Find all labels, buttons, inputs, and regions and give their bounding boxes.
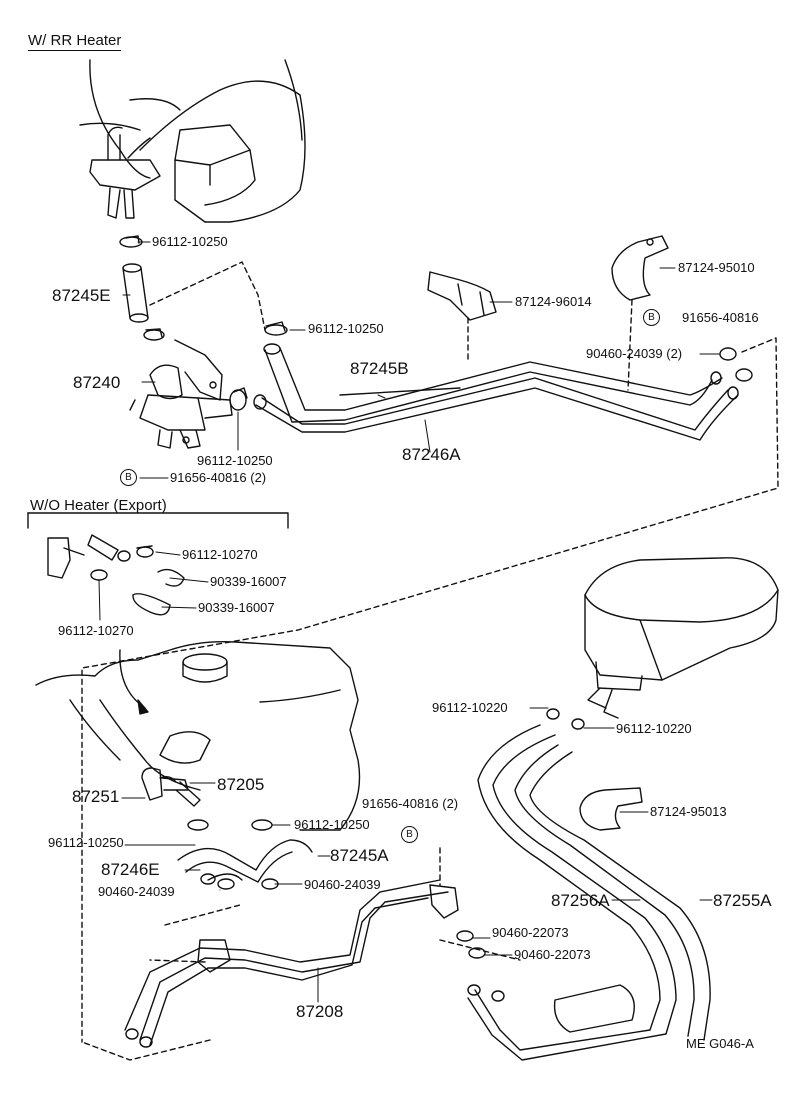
label-leaders	[98, 241, 721, 1003]
bracket-87124-95010	[611, 235, 669, 301]
label-87124-95010: 87124-95010	[678, 260, 755, 275]
label-96112-10250-top: 96112-10250	[152, 234, 228, 249]
hose-87245E	[122, 263, 149, 323]
pipes-87256A-87255A	[467, 724, 711, 1061]
label-87251: 87251	[72, 787, 120, 806]
clamp-valve	[229, 387, 248, 411]
marker-b-lower: B	[401, 826, 418, 843]
label-87246E: 87246E	[101, 860, 160, 879]
marker-b-top: B	[120, 469, 137, 486]
hose-87245A-87246E	[177, 839, 313, 890]
heater-valve-87240	[129, 339, 233, 449]
label-87245B: 87245B	[350, 359, 409, 378]
label-87124-96014: 87124-96014	[515, 294, 592, 309]
label-87256A: 87256A	[551, 891, 610, 910]
fitting-87251-87205	[141, 767, 273, 831]
label-90339-16007-a: 90339-16007	[210, 574, 287, 589]
label-96112-10250-low-l: 96112-10250	[48, 835, 124, 850]
label-90339-16007-b: 90339-16007	[198, 600, 275, 615]
label-87208: 87208	[296, 1002, 344, 1021]
label-90460-24039-l: 90460-24039	[98, 884, 175, 899]
heater-valve-top	[89, 126, 161, 219]
clamp-mid	[143, 328, 165, 341]
label-90460-22073-b: 90460-22073	[514, 947, 591, 962]
arrow-down	[119, 649, 149, 715]
clamps-90460-24039-top	[719, 347, 753, 382]
label-91656-40816: 91656-40816	[682, 310, 759, 325]
label-91656-40816-2-top: 91656-40816 (2)	[170, 470, 267, 485]
label-87245E: 87245E	[52, 286, 111, 305]
label-87124-95013: 87124-95013	[650, 804, 727, 819]
label-96112-10250-valve: 96112-10250	[197, 453, 273, 468]
label-96112-10220-b: 96112-10220	[616, 721, 692, 736]
pipe-87208	[124, 879, 459, 1048]
bracket-87124-96014	[427, 271, 497, 321]
label-87205: 87205	[217, 775, 265, 794]
label-96112-10270-b: 96112-10270	[58, 623, 134, 638]
label-96112-10270-a: 96112-10270	[182, 547, 258, 562]
label-91656-40816-2-low: 91656-40816 (2)	[362, 796, 459, 811]
engine-block-top	[79, 59, 306, 223]
wo-heater-frame	[27, 512, 289, 529]
label-96112-10250-low-r: 96112-10250	[294, 817, 370, 832]
diagram-code: ME G046-A	[686, 1036, 754, 1051]
leader-dashes-top	[81, 261, 779, 1043]
label-96112-10250-mid: 96112-10250	[308, 321, 384, 336]
label-87240: 87240	[73, 373, 121, 392]
label-90460-24039-r: 90460-24039	[304, 877, 381, 892]
engine-block-lower	[35, 641, 361, 831]
label-96112-10220-a: 96112-10220	[432, 700, 508, 715]
clamps-90460-22073	[456, 930, 486, 959]
label-90460-22073-a: 90460-22073	[492, 925, 569, 940]
section-title-rr-heater: W/ RR Heater	[28, 32, 122, 51]
label-90460-24039-2: 90460-24039 (2)	[586, 346, 683, 361]
section-title-wo-heater: W/O Heater (Export)	[30, 497, 167, 514]
leader-dashes-lower	[81, 847, 521, 1061]
pipes-87245B-87246A	[253, 343, 739, 441]
wo-heater-parts	[47, 534, 185, 616]
label-87246A: 87246A	[402, 445, 461, 464]
label-87255A: 87255A	[713, 891, 772, 910]
bracket-87124-95013	[579, 787, 643, 831]
marker-b-right: B	[643, 309, 660, 326]
label-87245A: 87245A	[330, 846, 389, 865]
clamp-pipes	[264, 321, 288, 336]
rear-heater-unit	[546, 557, 779, 730]
